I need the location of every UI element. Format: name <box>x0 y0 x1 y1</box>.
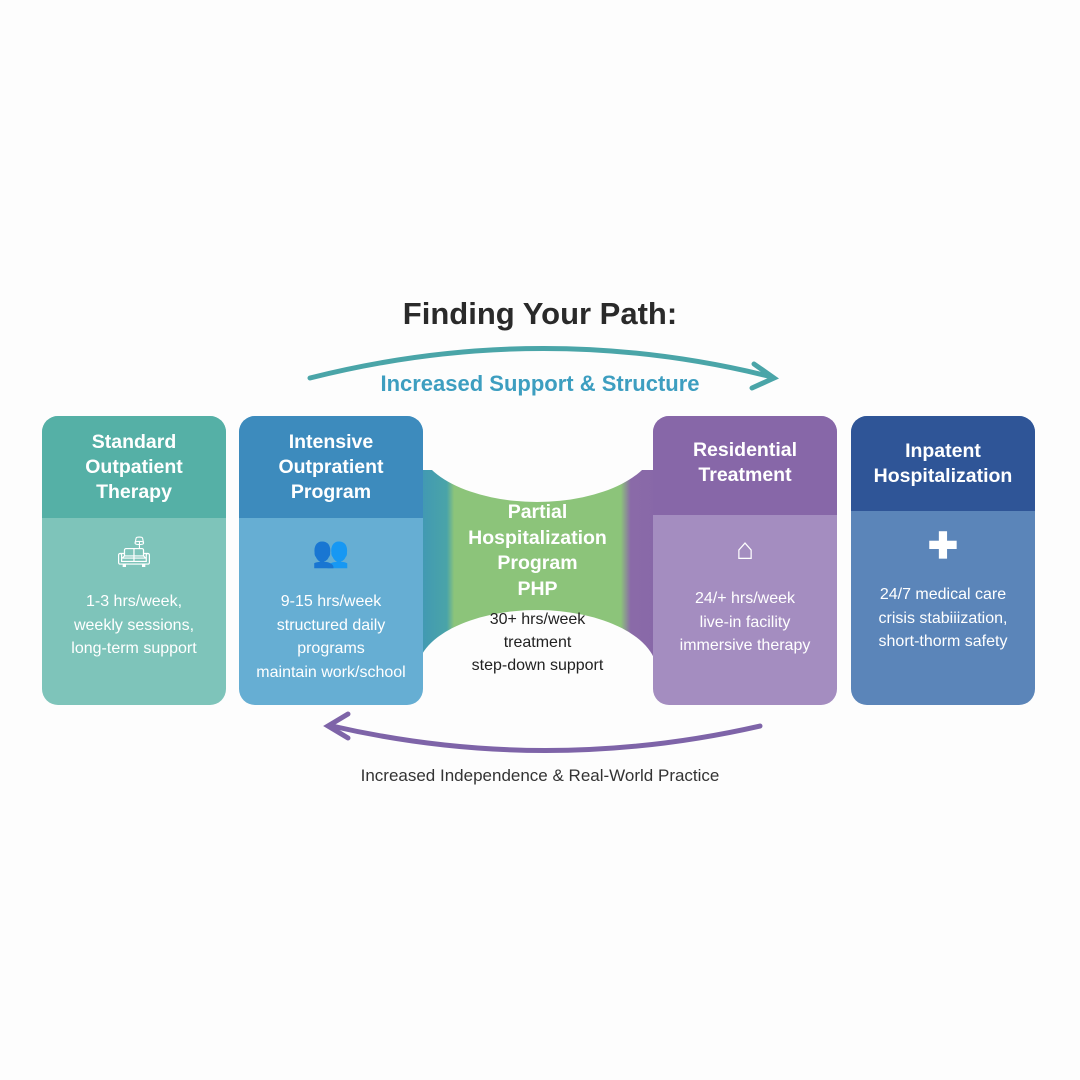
card-residential[interactable]: Residential Treatment ⌂ 24/+ hrs/week li… <box>653 416 837 705</box>
connector-top-cutout <box>417 378 657 502</box>
card-title: Intensive Outpratient Program <box>278 430 384 503</box>
increase-support-arrow <box>307 346 771 381</box>
card-inpatient[interactable]: Inpatent Hospitalization ✚ 24/7 medical … <box>851 416 1035 705</box>
house-icon: ⌂ <box>735 533 755 566</box>
card-title: Partial Hospitalization Program PHP <box>468 501 607 600</box>
increased-support-label: Increased Support & Structure <box>380 371 700 396</box>
card-body: 1-3 hrs/week, weekly sessions, long-term… <box>71 593 197 657</box>
card-partial-hospitalization[interactable]: Partial Hospitalization Program PHP 30+ … <box>422 500 653 677</box>
card-standard-outpatient[interactable]: Standard Outpatient Therapy 🛋 1-3 hrs/we… <box>42 416 226 705</box>
card-intensive-outpatient[interactable]: Intensive Outpratient Program 👥 9-15 hrs… <box>239 416 423 705</box>
medical-cross-icon: ✚ <box>927 525 959 566</box>
arrowhead-right-icon <box>749 361 780 391</box>
couch-therapy-icon: 🛋 <box>114 536 154 569</box>
card-body: 30+ hrs/week treatment step-down support <box>471 611 604 674</box>
card-title: Inpatent Hospitalization <box>873 439 1013 487</box>
group-icon: 👥 <box>312 536 350 569</box>
arrowhead-left-icon <box>323 711 351 741</box>
card-body: 9-15 hrs/week structured daily programs … <box>256 593 406 681</box>
card-body: 24/7 medical care crisis stabiiization, … <box>878 586 1008 650</box>
card-title: Standard Outpatient Therapy <box>85 430 183 503</box>
card-body: 24/+ hrs/week live-in facility immersive… <box>679 590 811 654</box>
page-title: Finding Your Path: <box>402 296 678 331</box>
card-title: Residential Treatment <box>692 439 798 486</box>
increase-independence-arrow <box>329 723 763 753</box>
connector-bottom-cutout <box>417 610 657 734</box>
increased-independence-label: Increased Independence & Real-World Prac… <box>360 766 720 785</box>
